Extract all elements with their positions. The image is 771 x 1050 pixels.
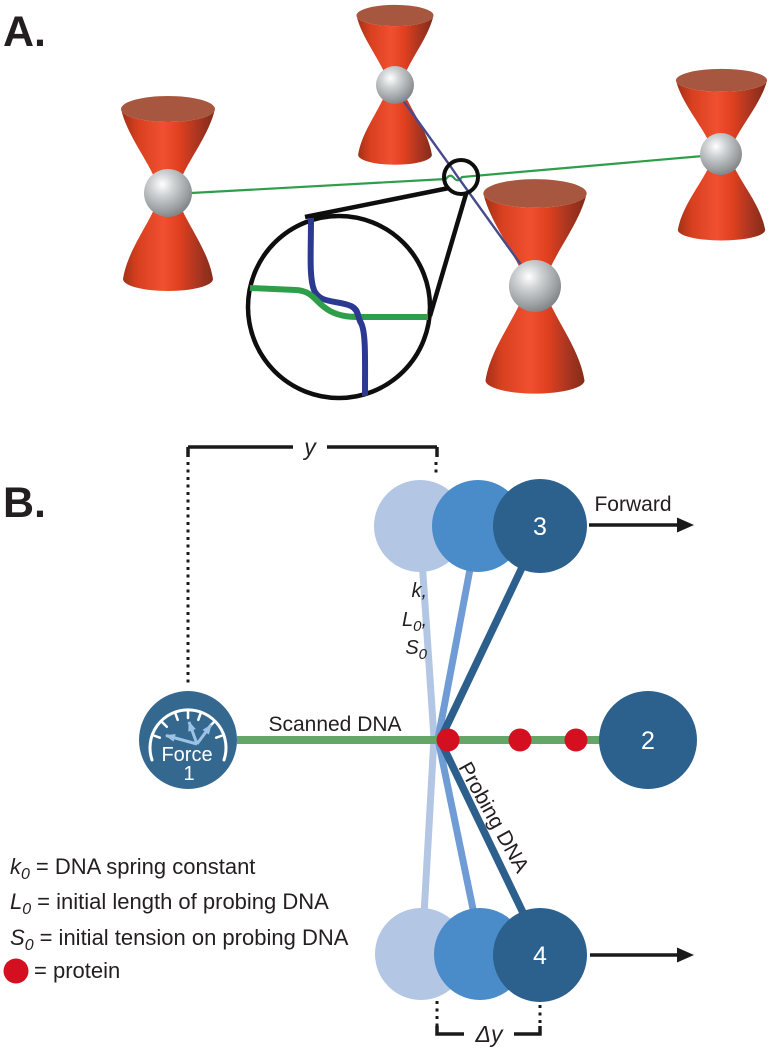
param-L0: L0, [402,609,427,635]
force-gauge-label: Force [161,744,212,766]
protein-dot-3 [564,728,588,752]
trapped-bead-top-middle [376,66,414,104]
gauge-needle-arrows [165,721,213,746]
forward-label: Forward [594,493,671,516]
panel-a-label: A. [3,8,46,56]
legend-item-k0: k0= DNA spring constant [10,854,255,883]
legend: k0= DNA spring constant L0= initial leng… [3,854,349,984]
inset-blue-strand-over [349,303,364,325]
junction-highlight-circle [442,158,480,196]
panel-a: A. [3,4,768,401]
legend-item-S0: S0= initial tension on probing DNA [10,925,349,954]
bead-4 [493,908,587,1002]
protein-dot-1 [436,728,460,752]
forward-arrow-top [589,517,694,533]
delta-y-label: Δy [475,1021,504,1047]
magnifier-inset [245,158,480,401]
legend-item-L0: L0= initial length of probing DNA [10,889,329,918]
param-S0: S0 [405,637,427,663]
bead-2-number: 2 [641,727,655,755]
bead-4-number: 4 [533,942,547,970]
protein-dot-2 [508,728,532,752]
delta-y-bracket [435,1026,542,1036]
forward-arrowhead-top [677,517,694,533]
bead-2 [599,691,697,789]
forward-arrow-bottom [590,947,694,963]
force-gauge: Force 1 [139,691,237,789]
magnifier-cone-line-left [304,185,450,220]
trapped-bead-right [700,133,742,175]
bead-1-number: 1 [183,763,194,785]
forward-arrowhead-bottom [677,947,694,963]
legend-item-protein: = protein [34,958,120,983]
bead-3 [493,479,587,573]
legend-protein-dot [3,958,29,984]
magnifier-circle [245,213,433,401]
y-distance-label: y [302,434,317,460]
trapped-bead-left [144,169,192,217]
panel-b-label: B. [3,479,46,527]
panel-b: B. y 3 4 2 [3,434,697,1047]
blue-dna-strand [396,91,533,281]
gauge-ticks [151,708,225,739]
trapped-bead-bottom-middle [509,260,561,312]
bead-3-number: 3 [533,513,547,541]
param-k: k, [411,580,427,602]
magnifier-cone-line-right [427,193,469,317]
scanned-dna-label: Scanned DNA [268,713,401,736]
y-measurement-bracket [186,445,439,457]
